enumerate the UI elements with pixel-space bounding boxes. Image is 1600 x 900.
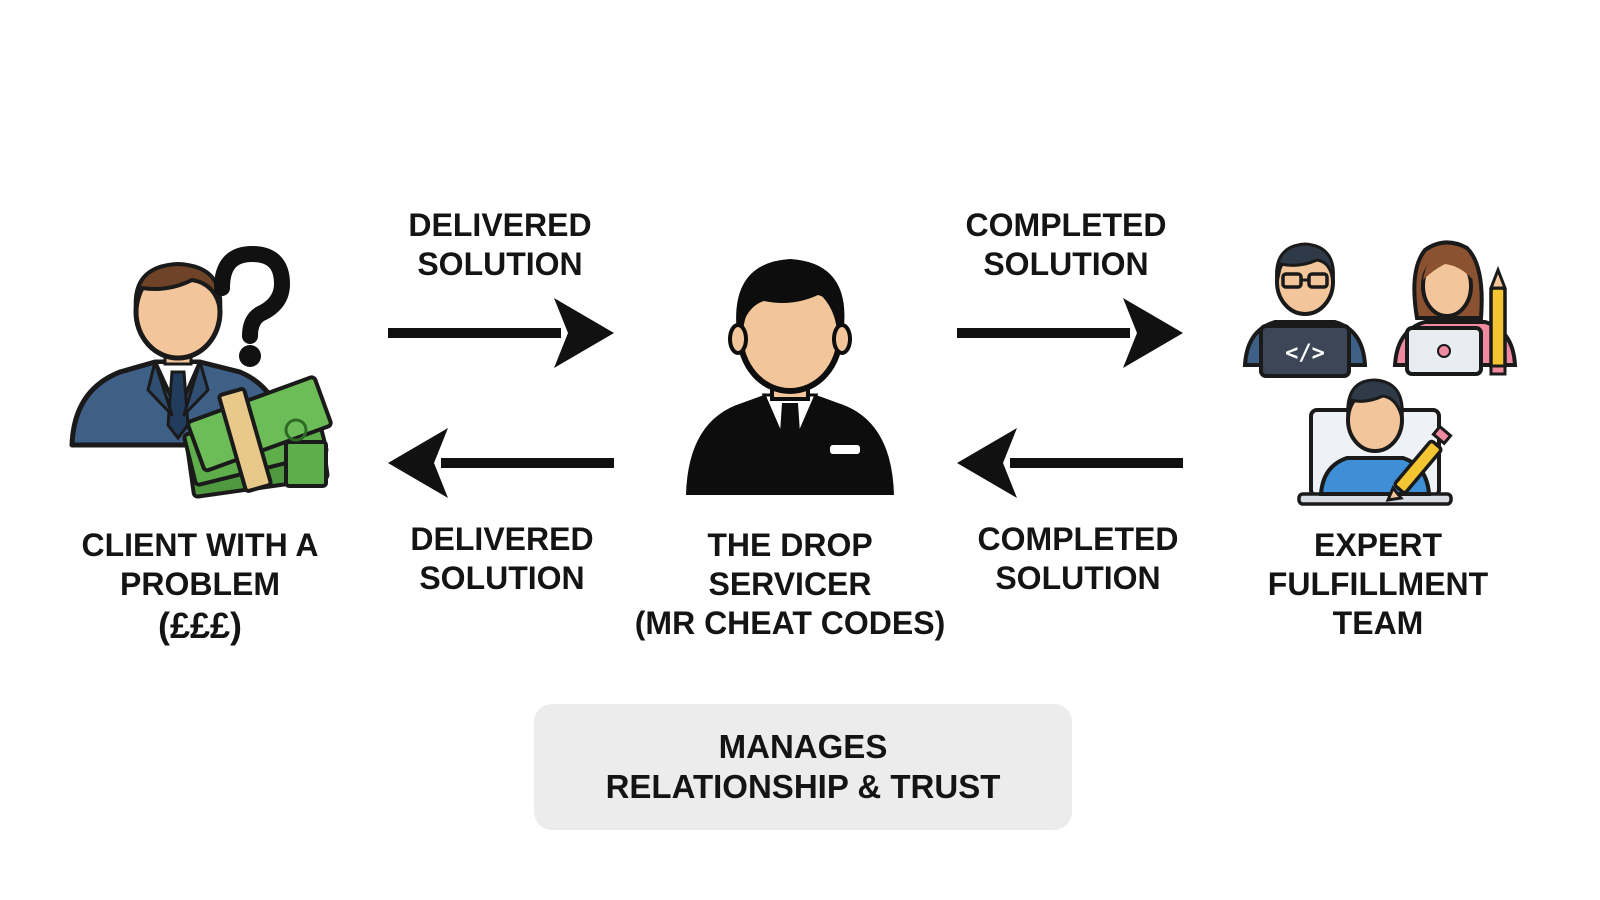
relationship-trust-line: RELATIONSHIP & TRUST bbox=[605, 768, 1001, 805]
arrow-label-line: DELIVERED bbox=[408, 207, 592, 243]
arrow-label-line: SOLUTION bbox=[417, 246, 583, 283]
businessman-with-question-and-cash-icon bbox=[69, 245, 333, 499]
arrow-label-top-left: DELIVERED SOLUTION bbox=[360, 206, 640, 284]
arrow-label-line: SOLUTION bbox=[419, 560, 585, 597]
arrow-label-line: SOLUTION bbox=[983, 246, 1149, 283]
servicer-label: THE DROP SERVICER (MR CHEAT CODES) bbox=[600, 526, 980, 643]
client-label-line: CLIENT WITH A bbox=[81, 527, 319, 563]
servicer-label-line: THE DROP bbox=[707, 527, 873, 563]
designer-icon bbox=[1392, 240, 1518, 376]
developer-icon: </> bbox=[1242, 242, 1368, 378]
arrow-right-top-right bbox=[957, 298, 1183, 368]
relationship-trust-line: MANAGES bbox=[718, 728, 888, 766]
arrow-label-bottom-left: DELIVERED SOLUTION bbox=[362, 520, 642, 598]
arrow-label-line: COMPLETED bbox=[965, 207, 1167, 243]
team-label-line: EXPERT bbox=[1313, 527, 1443, 563]
client-label: CLIENT WITH A PROBLEM (£££) bbox=[10, 526, 390, 648]
client-label-line: (£££) bbox=[157, 605, 243, 647]
team-label-line: TEAM bbox=[1332, 605, 1424, 642]
relationship-trust-box: MANAGES RELATIONSHIP & TRUST bbox=[534, 704, 1072, 830]
svg-text:</>: </> bbox=[1285, 341, 1325, 366]
arrow-label-top-right: COMPLETED SOLUTION bbox=[926, 206, 1206, 284]
freelancer-team-icon: </> bbox=[1242, 240, 1518, 506]
client-label-line: PROBLEM bbox=[120, 566, 280, 603]
team-label-line: FULFILLMENT bbox=[1267, 566, 1489, 603]
arrow-right-top-left bbox=[388, 298, 614, 368]
servicer-label-line: (MR CHEAT CODES) bbox=[634, 605, 946, 642]
writer-icon bbox=[1297, 378, 1453, 506]
arrow-left-bottom-left bbox=[388, 428, 614, 498]
arrow-label-line: DELIVERED bbox=[410, 521, 594, 557]
arrow-label-bottom-right: COMPLETED SOLUTION bbox=[938, 520, 1218, 598]
arrow-label-line: SOLUTION bbox=[995, 560, 1161, 597]
team-label: EXPERT FULFILLMENT TEAM bbox=[1188, 526, 1568, 643]
arrow-left-bottom-right bbox=[957, 428, 1183, 498]
arrow-label-line: COMPLETED bbox=[977, 521, 1179, 557]
suited-man-icon bbox=[686, 259, 894, 495]
servicer-label-line: SERVICER bbox=[708, 566, 872, 603]
